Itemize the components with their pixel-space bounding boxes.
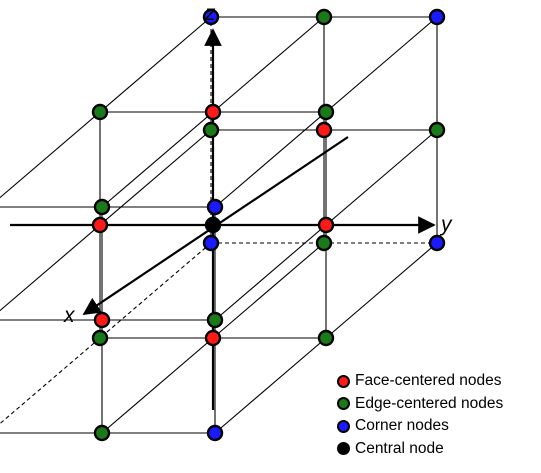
edge-node [317,103,335,121]
edge-node [317,329,335,347]
face-node [91,216,109,234]
edge-node [91,329,109,347]
corner-node-swatch [337,419,350,433]
corner-node [206,424,224,442]
face-node [204,103,222,121]
corner-node [206,198,224,216]
legend-label-edge: Edge-centered nodes [355,394,504,412]
edge-node-swatch [337,397,350,411]
corner-node [428,234,446,252]
edge-node [206,311,224,329]
legend-item-face: Face-centered nodes [337,370,503,393]
y-axis-label: y [439,213,453,236]
edge-node [93,424,111,442]
edge-node [315,8,333,26]
central-node-swatch [337,442,350,456]
face-node [93,311,111,329]
edge-node [428,121,446,139]
edge-node [93,198,111,216]
legend-item-central: Central node [337,438,503,461]
z-axis-label: z [204,2,216,25]
legend-label-face: Face-centered nodes [355,372,502,390]
legend-item-corner: Corner nodes [337,415,503,438]
corner-node [428,8,446,26]
face-node [317,216,335,234]
edge-node [202,121,220,139]
legend-label-central: Central node [355,439,444,457]
face-node [315,121,333,139]
corner-node [202,234,220,252]
x-axis-label: x [63,304,76,327]
face-node [204,329,222,347]
legend-item-edge: Edge-centered nodes [337,393,503,416]
corner-node [202,8,220,26]
legend: Face-centered nodes Edge-centered nodes … [337,370,503,460]
central-node [204,216,222,234]
edge-node [91,103,109,121]
edge-node [315,234,333,252]
legend-label-corner: Corner nodes [355,417,449,435]
face-node-swatch [337,374,350,388]
